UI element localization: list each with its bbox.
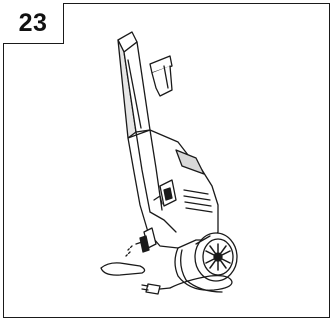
handle: [118, 32, 172, 138]
washer-body: [128, 130, 218, 248]
water-outlet: [126, 228, 156, 256]
wheel: [195, 233, 237, 281]
water-puddle: [101, 263, 145, 275]
